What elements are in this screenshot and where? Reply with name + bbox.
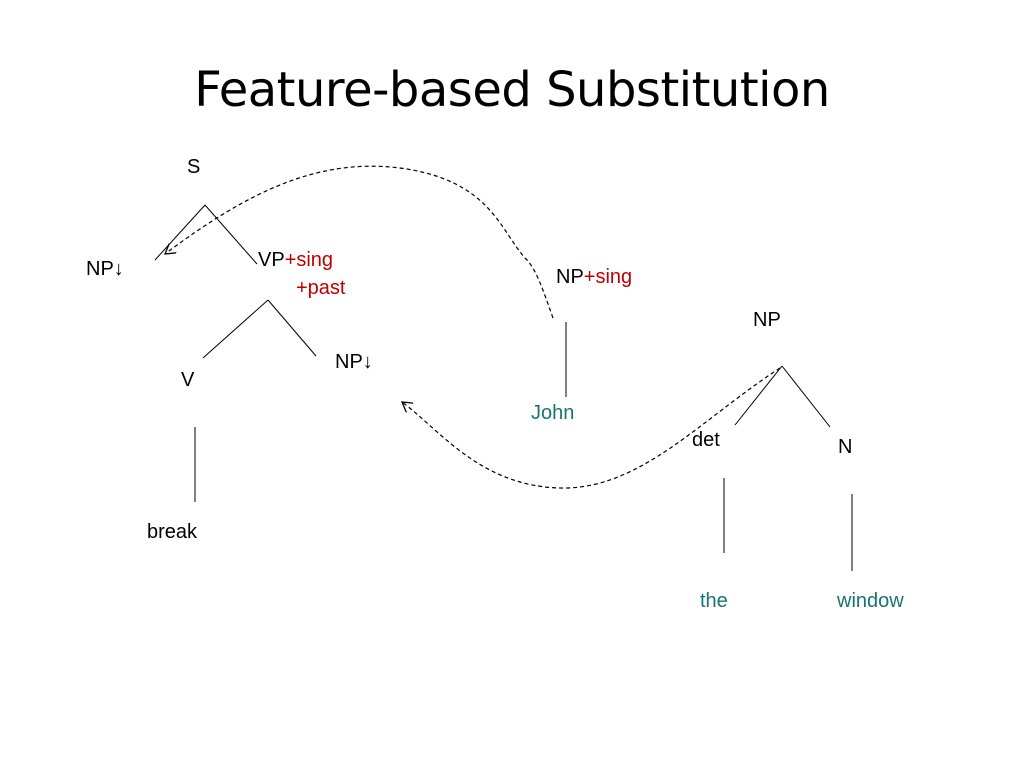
edge-s-vp	[204, 204, 258, 265]
edge-s-np	[154, 204, 206, 261]
node-np-object: NP↓	[335, 351, 373, 373]
node-v: V	[181, 369, 195, 391]
vp-label: VP	[258, 249, 285, 271]
np-feature-sing: +sing	[583, 266, 633, 288]
dashed-arrow-np-to-object	[402, 367, 781, 489]
word-john: John	[531, 402, 575, 424]
np-label: NP	[556, 266, 584, 288]
word-the: the	[700, 590, 728, 612]
node-det: det	[692, 429, 720, 451]
word-break: break	[147, 521, 198, 543]
node-np-john: NP+sing	[556, 265, 632, 289]
node-s: S	[187, 156, 201, 178]
edge-np-det	[734, 365, 783, 426]
vp-feature-past: +past	[296, 277, 346, 299]
edge-vp-np	[267, 299, 317, 357]
edge-vp-v	[202, 299, 269, 359]
dashed-arrow-john-to-subject	[165, 165, 554, 319]
node-np-root: NP	[753, 309, 781, 331]
slide-title: Feature-based Substitution	[194, 62, 830, 118]
node-n: N	[838, 436, 853, 458]
vp-feature-sing: +sing	[284, 249, 334, 271]
word-window: window	[837, 590, 904, 612]
node-np-subject: NP↓	[86, 258, 124, 280]
edge-np-n	[781, 365, 831, 428]
node-vp: VP+sing	[258, 248, 333, 272]
